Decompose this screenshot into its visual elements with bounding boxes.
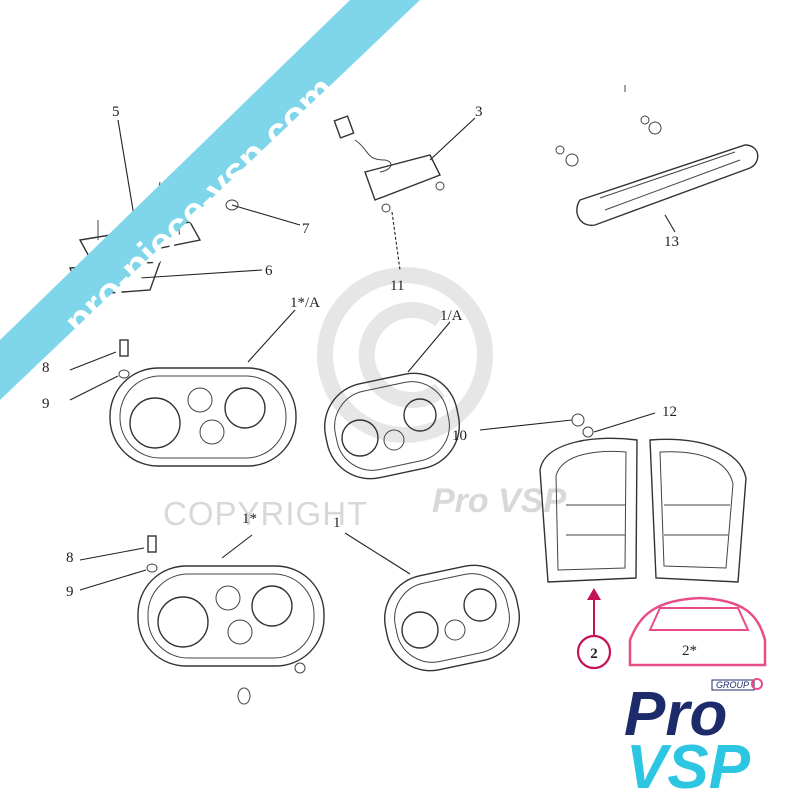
leader-6 bbox=[139, 269, 263, 279]
connector-module bbox=[333, 115, 476, 271]
watermark-copyright-text: COPYRIGHT bbox=[163, 495, 368, 532]
leader-9-upper bbox=[69, 375, 119, 401]
leader-5 bbox=[117, 119, 136, 223]
headlight-1 bbox=[344, 532, 521, 672]
callout-2star: 2* bbox=[682, 643, 697, 659]
tail-light-pair bbox=[479, 412, 747, 583]
headlight-1star bbox=[137, 534, 325, 705]
highlight-circle bbox=[576, 634, 612, 670]
leader-8-upper bbox=[69, 351, 117, 371]
leader-1star-a bbox=[247, 309, 296, 363]
screw-set-lower bbox=[79, 535, 158, 591]
callout-3: 3 bbox=[475, 104, 483, 120]
logo-pro-text: Pro bbox=[624, 680, 727, 749]
callout-7: 7 bbox=[302, 221, 310, 237]
callout-10: 10 bbox=[452, 428, 467, 444]
callout-8-upper: 8 bbox=[42, 360, 50, 376]
leader-1 bbox=[344, 532, 411, 575]
third-brake-light bbox=[555, 85, 759, 233]
logo-vsp-text: VSP bbox=[626, 733, 751, 800]
copyright-c-glyph bbox=[358, 302, 446, 408]
banner-stripe bbox=[0, 0, 420, 400]
highlight-callout-2: 2 bbox=[576, 588, 612, 670]
leader-8-lower bbox=[79, 547, 145, 561]
callout-5: 5 bbox=[112, 104, 120, 120]
leader-1star bbox=[221, 534, 253, 559]
callout-1-a: 1/A bbox=[440, 308, 463, 324]
copyright-circle bbox=[317, 267, 493, 443]
headlight-1star-a bbox=[109, 309, 297, 467]
screw-set-upper bbox=[69, 339, 130, 401]
leader-11 bbox=[391, 211, 401, 271]
copyright-watermark: COPYRIGHT Pro VSP bbox=[163, 267, 566, 532]
leader-10 bbox=[479, 419, 573, 431]
callout-11: 11 bbox=[390, 278, 404, 294]
callout-6: 6 bbox=[265, 263, 273, 279]
callout-8-lower: 8 bbox=[66, 550, 74, 566]
leader-9-lower bbox=[79, 569, 147, 591]
provsp-logo[interactable]: GROUP Pro VSP bbox=[624, 596, 767, 800]
logo-group-box bbox=[711, 679, 755, 691]
site-banner: pro-piece-vsp.com bbox=[0, 0, 420, 400]
logo-group-text: GROUP bbox=[716, 680, 749, 690]
callout-1star: 1* bbox=[242, 511, 257, 527]
leader-1-a bbox=[407, 321, 451, 373]
leader-3 bbox=[429, 117, 476, 161]
leader-12 bbox=[593, 412, 656, 433]
callout-13: 13 bbox=[664, 234, 679, 250]
callout-9-lower: 9 bbox=[66, 584, 74, 600]
car-windshield-icon bbox=[648, 607, 750, 631]
leader-13 bbox=[664, 214, 676, 233]
headlight-1-a bbox=[323, 321, 461, 480]
leader-7 bbox=[231, 204, 301, 226]
callout-1star-a: 1*/A bbox=[290, 295, 320, 311]
watermark-pro-text: Pro VSP bbox=[432, 482, 566, 520]
highlight-arrow-head bbox=[587, 588, 601, 600]
hex-nut-icon bbox=[751, 678, 763, 690]
callout-12: 12 bbox=[662, 404, 677, 420]
callout-9-upper: 9 bbox=[42, 396, 50, 412]
callout-2: 2 bbox=[590, 646, 598, 662]
car-outline-icon bbox=[628, 596, 767, 667]
callout-1: 1 bbox=[333, 515, 341, 531]
